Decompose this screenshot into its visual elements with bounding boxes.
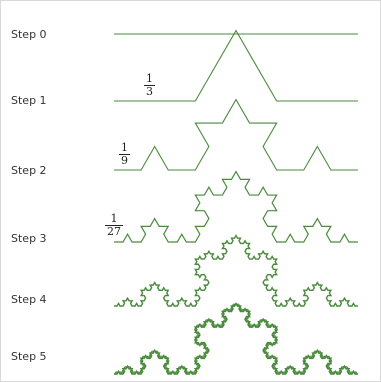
step-0-label: Step 0 (11, 28, 47, 41)
step-1-koch-curve (114, 29, 358, 102)
step-1-segment-fraction: 1 3 (144, 73, 155, 98)
step-2-label: Step 2 (11, 164, 47, 177)
step-4-label: Step 4 (11, 293, 47, 306)
step-3-koch-curve (114, 170, 358, 243)
step-3-fraction-denominator: 27 (105, 225, 123, 238)
step-3-segment-fraction: 1 27 (105, 213, 123, 238)
step-5-label: Step 5 (11, 350, 47, 363)
step-2-fraction-denominator: 9 (119, 154, 130, 167)
step-3-fraction-numerator: 1 (110, 212, 118, 225)
step-1-label: Step 1 (11, 94, 47, 107)
step-2-koch-curve (114, 98, 358, 171)
step-1-fraction-denominator: 3 (144, 85, 155, 98)
step-3-label: Step 3 (11, 232, 47, 245)
step-2-segment-fraction: 1 9 (119, 142, 130, 167)
step-2-fraction-numerator: 1 (121, 141, 128, 154)
step-1-fraction-numerator: 1 (146, 72, 153, 85)
step-4-koch-curve (114, 234, 358, 307)
step-5-koch-curve (114, 301, 358, 375)
